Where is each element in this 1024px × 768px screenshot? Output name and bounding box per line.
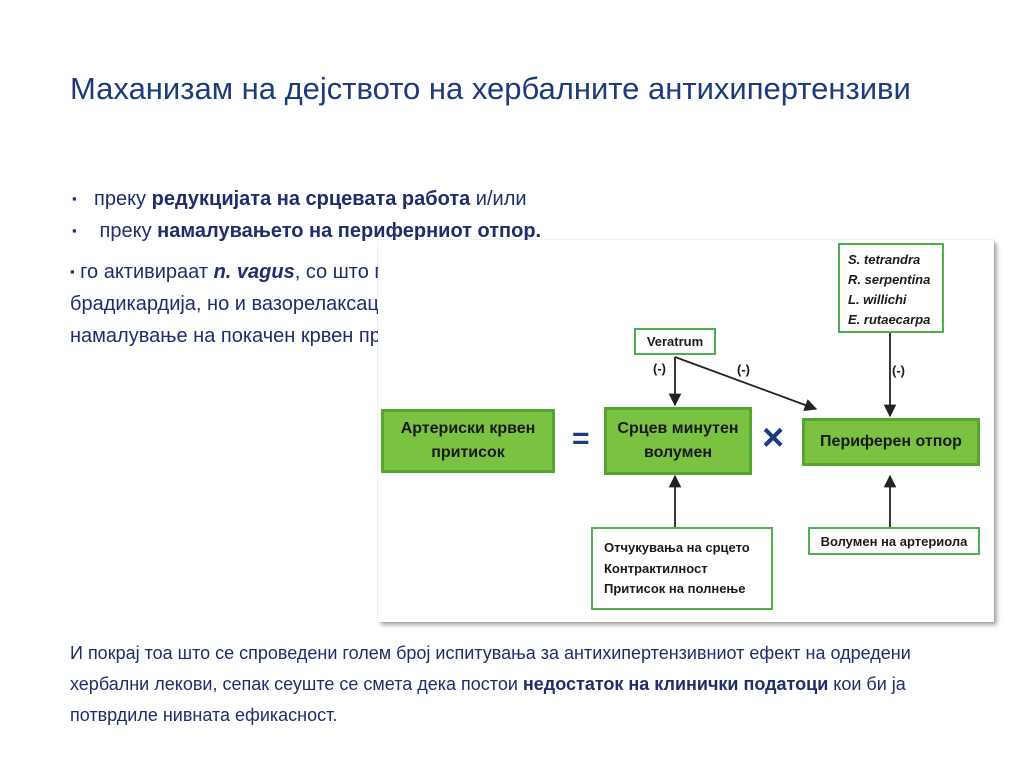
negative-label-veratrum-resistance: (-): [737, 362, 750, 377]
bullet-emphasis: намалувањето на периферниот отпор.: [157, 220, 542, 242]
bullet-marker: ▪: [72, 223, 77, 238]
heart-parameter-item: Притисок на полнење: [604, 581, 746, 596]
cardiac-output-line2: волумен: [643, 444, 713, 461]
veratrum-box: Veratrum: [634, 328, 716, 355]
heart-parameter-item: Контрактилност: [604, 560, 708, 576]
conclusion-emphasis: недостаток на клинички податоци: [522, 674, 829, 694]
heart-parameter-item: Отчукувања на срцето: [604, 540, 750, 555]
arterial-pressure-line2: притисок: [431, 444, 505, 461]
herb-item: L. willichi: [848, 292, 907, 307]
arrow-veratrum-to-peripheral-resistance: [674, 356, 818, 411]
conclusion-text-after: кои би ја потврдиле нивната ефикасност.: [70, 674, 906, 725]
herb-item: E. rutaecarpa: [848, 312, 931, 327]
bullet-item-cardiac-work: ▪ преку редукцијата на срцевата работа и/…: [72, 183, 541, 215]
herb-list-box: S. tetrandra R. serpentina L. willichi E…: [838, 243, 944, 333]
equals-sign: =: [572, 422, 590, 455]
cardiac-output-box: Срцев минутен волумен: [604, 407, 752, 475]
mechanism-diagram: S. tetrandra R. serpentina L. willichi E…: [378, 240, 994, 622]
bullet-marker: ▪: [70, 264, 75, 279]
slide-title: Маханизам на дејството на хербалните ант…: [70, 71, 911, 106]
arterial-pressure-line1: Артериски крвен: [400, 420, 536, 437]
conclusion-paragraph: И покрај тоа што се спроведени голем бро…: [70, 638, 990, 731]
peripheral-resistance-box: Периферен отпор: [802, 418, 980, 466]
bullet-marker: ▪: [72, 191, 77, 206]
multiply-sign: ×: [762, 417, 785, 459]
bullet-prefix: преку: [94, 220, 158, 242]
vagus-nerve-term: n. vagus: [213, 261, 295, 283]
diagram-arrows: [668, 332, 897, 527]
arteriole-volume-box: Волумен на артериола: [808, 527, 980, 555]
arterial-pressure-box: Артериски крвен притисок: [381, 409, 555, 473]
bullet-prefix: преку: [94, 188, 152, 210]
negative-label-herbs-resistance: (-): [892, 363, 905, 378]
bullet-suffix: и/или: [470, 188, 527, 210]
conclusion-text-before: И покрај тоа што се спроведени голем бро…: [70, 643, 911, 694]
cardiac-output-line1: Срцев минутен: [617, 420, 739, 437]
vagus-text-before: го активираат: [74, 261, 214, 283]
bullet-list: ▪ преку редукцијата на срцевата работа и/…: [72, 183, 541, 247]
herb-item: R. serpentina: [848, 272, 931, 287]
negative-label-veratrum-cardiac: (-): [653, 361, 666, 376]
bullet-item-peripheral-resistance: ▪ преку намалувањето на периферниот отпо…: [72, 215, 541, 247]
heart-parameters-box: Отчукувања на срцето Контрактилност Прит…: [591, 527, 773, 610]
bullet-emphasis: редукцијата на срцевата работа: [151, 188, 471, 210]
herb-item: S. tetrandra: [848, 252, 921, 267]
